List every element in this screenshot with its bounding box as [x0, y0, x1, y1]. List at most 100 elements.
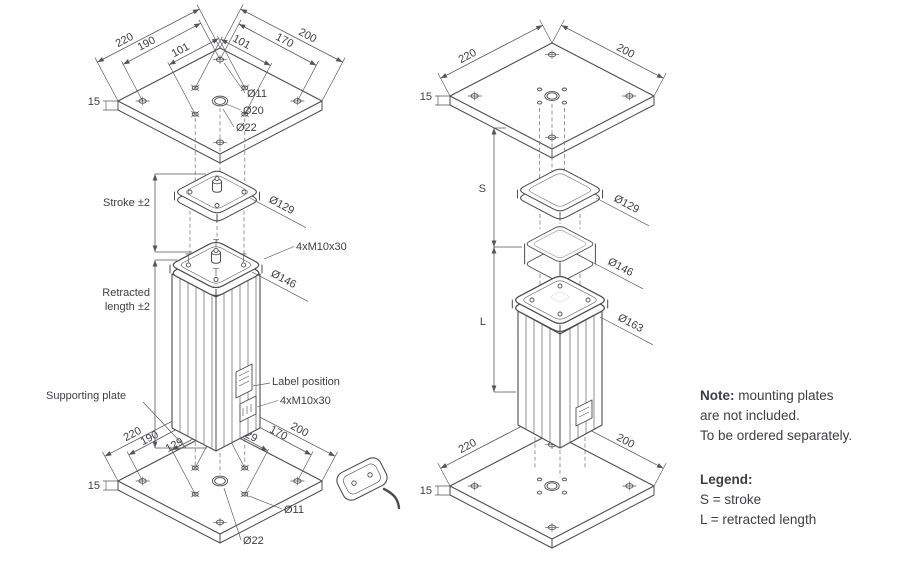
leader-supporting-plate: [142, 401, 187, 449]
bolt: [213, 277, 219, 283]
right-exploded-view: 220 200 15 S L Ø129: [420, 19, 667, 549]
bottom-fixing-block: [239, 395, 257, 423]
leader-d11: [223, 62, 246, 94]
column-profile-grooves: [525, 315, 595, 443]
collar-sides: [174, 191, 260, 223]
connector-screw: [367, 472, 373, 478]
diameter-129-callout: Ø129: [249, 194, 307, 228]
collar-bolt: [241, 189, 247, 195]
retracted-ext-lines: [155, 259, 207, 449]
top-plate-dims-right: 200 170 101: [194, 4, 346, 115]
bottom-mounting-plate: [449, 432, 655, 549]
d146-label: Ø146: [606, 256, 635, 279]
lifting-column: [169, 239, 263, 452]
connector-inner: [343, 463, 381, 495]
collar-bolt: [214, 203, 220, 208]
thickness-ticks: [103, 480, 118, 491]
projection-lines-plate-to-collar: [189, 108, 246, 257]
flange-bolts: [185, 239, 247, 283]
product-label-sticker: [575, 399, 593, 427]
stud-body: [211, 252, 221, 264]
retracted-label-line1: Retracted: [102, 287, 150, 299]
bolt: [241, 262, 247, 268]
left-exploded-view: 220 190 101 200 170 101 15 Ø11 Ø20 Ø22: [46, 4, 401, 547]
dim-label-200: 200: [288, 420, 310, 439]
hole-label-d11: Ø11: [284, 504, 304, 516]
connector-outline: [336, 457, 388, 501]
inner-tube-collar: [174, 170, 260, 223]
leader-d11: [248, 495, 283, 510]
top-plate-hole-labels: Ø11 Ø20 Ø22: [222, 62, 267, 134]
supporting-plate-callout: Supporting plate: [46, 390, 187, 449]
bottom-plate-hole-labels: Ø11 Ø22: [223, 487, 304, 547]
projection-lines-plate-to-collar: [539, 104, 565, 179]
label-position-text: Label position: [272, 376, 340, 388]
cable: [382, 487, 401, 510]
hole-label-d11: Ø11: [247, 88, 267, 100]
stroke-ext-lines: [155, 173, 206, 253]
note-line-2: are not included.: [700, 408, 800, 423]
dim-line-200: [561, 24, 664, 79]
note-title: Note:: [700, 388, 735, 403]
projection-lines-column-to-plate: [194, 438, 246, 474]
diameter-146-callout: Ø146: [589, 256, 644, 290]
dim-line-190: [123, 22, 201, 65]
leader-d20: [225, 103, 242, 111]
leader-d22: [223, 487, 242, 541]
dim-line-220: [440, 24, 543, 79]
d129-label: Ø129: [612, 193, 641, 216]
lifting-column: [511, 275, 609, 449]
sticker-outline: [235, 363, 253, 399]
leader-d129: [249, 197, 307, 228]
dim-line-101: [168, 38, 219, 66]
projection-lines-column-to-plate: [534, 437, 586, 477]
dim-label-220: 220: [457, 437, 479, 456]
sticker-outline: [575, 399, 593, 427]
note-line-1-rest: mounting plates: [734, 388, 834, 403]
leader-d129: [595, 197, 650, 227]
thickness-label: 15: [420, 91, 432, 103]
projection-lines-cap-to-tube: [539, 214, 581, 229]
connector-body: [336, 457, 388, 501]
dim-label-220: 220: [114, 31, 136, 50]
connector-screw: [351, 480, 357, 486]
hole-label-d22: Ø22: [243, 535, 264, 547]
note-block: Note: mounting plates are not included. …: [700, 386, 900, 446]
dim-line-200: [240, 8, 343, 63]
bolts-top-label: 4xM10x30: [296, 241, 347, 253]
leader-d22: [222, 108, 235, 128]
stroke-symbol: S: [479, 183, 486, 195]
dim-label-190: 190: [139, 429, 161, 448]
dim-line-170: [238, 23, 317, 66]
dim-label-200: 200: [614, 432, 636, 451]
thickness-label: 15: [88, 480, 100, 492]
dim-label-101: 101: [230, 33, 252, 52]
tube-top-face: [526, 226, 594, 262]
sticker-text-lines: [238, 370, 250, 387]
note-line-3: To be ordered separately.: [700, 428, 853, 443]
dim-label-200: 200: [614, 42, 636, 61]
bolts-bottom-callout: 4xM10x30: [256, 395, 331, 408]
legend-block: Legend: S = stroke L = retracted length: [700, 470, 900, 530]
sticker-text-lines: [578, 406, 590, 418]
bolt-stems: [185, 239, 247, 277]
bottom-plate-thickness-dim: 15: [88, 480, 118, 492]
fixing-block-lines: [242, 404, 252, 416]
hole-label-d20: Ø20: [243, 105, 264, 117]
stroke-label: Stroke ±2: [103, 197, 150, 209]
inner-tube-section: [524, 226, 596, 284]
thickness-label: 15: [420, 485, 432, 497]
dim-label-220: 220: [457, 47, 479, 66]
d129-label: Ø129: [267, 194, 296, 217]
thickness-ticks: [435, 485, 450, 496]
d146-label: Ø146: [269, 268, 298, 291]
length-symbol: L: [480, 316, 486, 328]
stroke-dimension: Stroke ±2: [103, 173, 206, 253]
retracted-label-line2: length ±2: [105, 301, 150, 313]
product-label-sticker: [235, 363, 253, 399]
collar-bolt: [187, 189, 193, 195]
stud-body: [212, 181, 222, 193]
flange-sides: [511, 299, 609, 334]
